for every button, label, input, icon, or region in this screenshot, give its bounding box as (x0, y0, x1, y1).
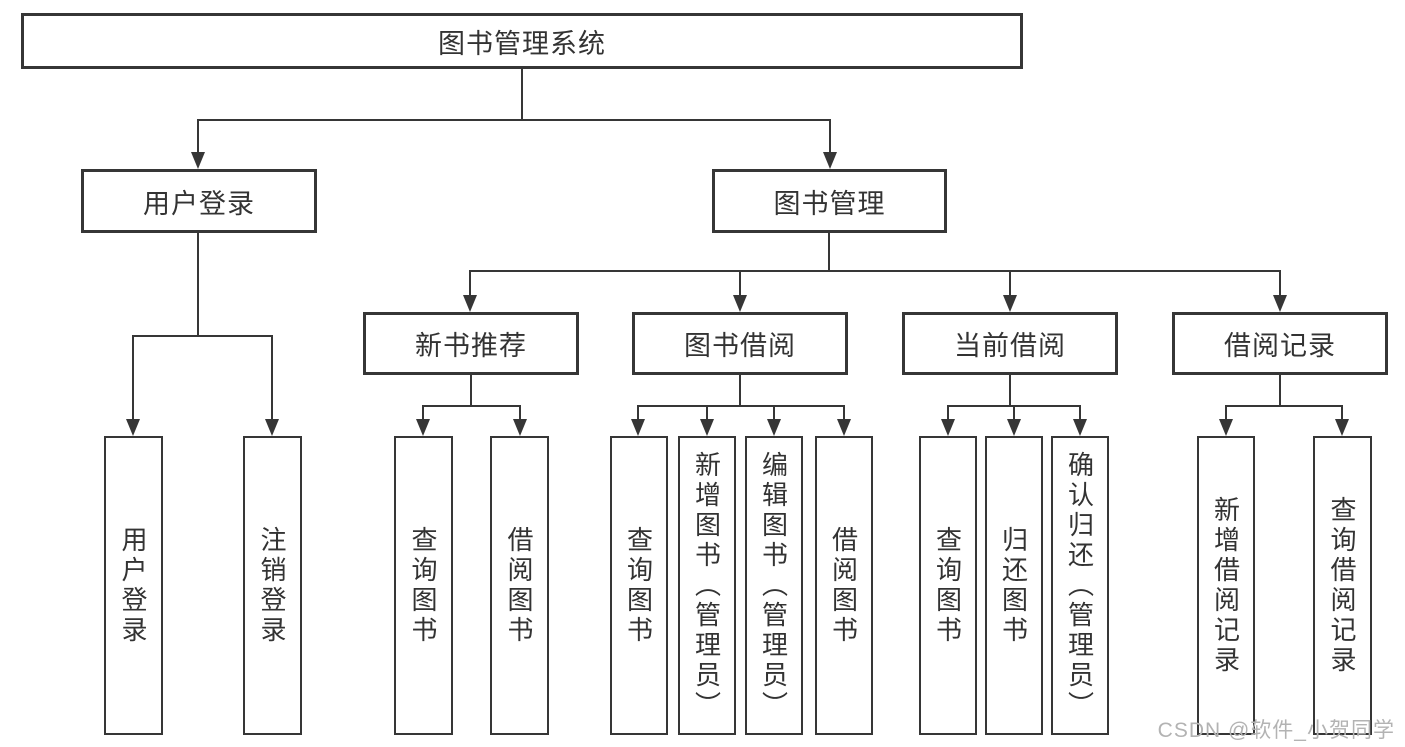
leaf-edit-books-admin: 编辑图书（管理员） (745, 436, 803, 735)
connector-recommend-stem (470, 375, 472, 406)
connector-records-rail (1225, 405, 1343, 407)
connector-current-stem (1009, 375, 1011, 406)
arrow-to-edit-books (767, 419, 781, 436)
node-book-borrowing: 图书借阅 (632, 312, 848, 375)
connector-drop (519, 405, 521, 421)
connector-drop (706, 405, 708, 421)
connector-borrowing-stem (739, 375, 741, 406)
connector-drop (637, 405, 639, 421)
connector-drop (1079, 405, 1081, 421)
leaf-confirm-return-admin: 确认归还（管理员） (1051, 436, 1109, 735)
connector-leaf-login-drop (132, 335, 134, 421)
arrow-to-borrow-books-2 (837, 419, 851, 436)
connector-records-drop (1279, 270, 1281, 297)
arrow-to-borrow-books-1 (513, 419, 527, 436)
arrow-to-query-books-2 (631, 419, 645, 436)
node-user-login: 用户登录 (81, 169, 317, 233)
arrow-to-borrowing-records (1273, 295, 1287, 312)
leaf-return-books: 归还图书 (985, 436, 1043, 735)
arrow-to-current-borrowing (1003, 295, 1017, 312)
node-book-management: 图书管理 (712, 169, 947, 233)
arrow-to-user-login (191, 152, 205, 169)
connector-book-mgmt-stem (828, 233, 830, 272)
leaf-user-login: 用户登录 (104, 436, 163, 735)
connector-records-stem (1279, 375, 1281, 406)
connector-root-stem (521, 69, 523, 120)
connector-drop (1341, 405, 1343, 421)
connector-level2-rail (197, 119, 831, 121)
connector-user-login-drop (197, 119, 199, 154)
arrow-to-book-borrowing (733, 295, 747, 312)
connector-book-borrow-drop (739, 270, 741, 297)
connector-user-login-rail (132, 335, 273, 337)
connector-drop (1225, 405, 1227, 421)
arrow-to-query-record (1335, 419, 1349, 436)
connector-drop (773, 405, 775, 421)
arrow-to-leaf-logout (265, 419, 279, 436)
connector-user-login-stem (197, 233, 199, 337)
leaf-query-books-current: 查询图书 (919, 436, 977, 735)
arrow-to-query-books-1 (416, 419, 430, 436)
connector-level3-rail (469, 270, 1281, 272)
leaf-borrow-books: 借阅图书 (815, 436, 873, 735)
connector-leaf-logout-drop (271, 335, 273, 421)
node-new-book-recommend: 新书推荐 (363, 312, 579, 375)
arrow-to-leaf-login (126, 419, 140, 436)
arrow-to-return-books (1007, 419, 1021, 436)
leaf-add-borrow-record: 新增借阅记录 (1197, 436, 1255, 735)
connector-new-book-drop (469, 270, 471, 297)
connector-drop (843, 405, 845, 421)
connector-book-mgmt-drop (829, 119, 831, 154)
arrow-to-add-record (1219, 419, 1233, 436)
connector-borrowing-rail (637, 405, 845, 407)
csdn-watermark: CSDN @软件_小贺同学 (1157, 719, 1395, 742)
arrow-to-confirm-return (1073, 419, 1087, 436)
leaf-query-books-recommend: 查询图书 (394, 436, 453, 735)
connector-drop (422, 405, 424, 421)
leaf-logout: 注销登录 (243, 436, 302, 735)
leaf-query-borrow-record: 查询借阅记录 (1313, 436, 1372, 735)
leaf-add-books-admin: 新增图书（管理员） (678, 436, 736, 735)
node-borrowing-records: 借阅记录 (1172, 312, 1388, 375)
connector-recommend-rail (422, 405, 521, 407)
connector-drop (947, 405, 949, 421)
leaf-borrow-books-recommend: 借阅图书 (490, 436, 549, 735)
connector-drop (1013, 405, 1015, 421)
arrow-to-new-book-recommend (463, 295, 477, 312)
arrow-to-book-mgmt (823, 152, 837, 169)
node-current-borrowing: 当前借阅 (902, 312, 1118, 375)
arrow-to-add-books (700, 419, 714, 436)
leaf-query-books-borrowing: 查询图书 (610, 436, 668, 735)
connector-current-borrow-drop (1009, 270, 1011, 297)
node-root-library-system: 图书管理系统 (21, 13, 1023, 69)
arrow-to-query-books-3 (941, 419, 955, 436)
